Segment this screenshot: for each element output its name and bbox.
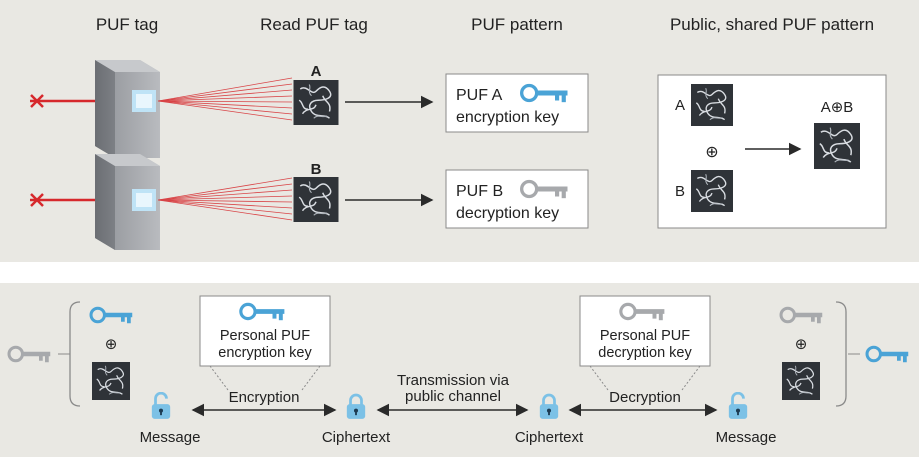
- puf-pattern-icon: [813, 123, 861, 169]
- dec-box-line1: Personal PUF: [600, 328, 690, 344]
- shared-pattern-box: A ⊕ B A⊕B: [657, 74, 887, 229]
- left-bracket: [69, 301, 81, 407]
- puf-pattern-icon: [690, 84, 734, 126]
- x-mark-icon: [30, 193, 44, 207]
- transmission-line1: Transmission via: [397, 372, 510, 389]
- key-b-line1: PUF B: [456, 183, 503, 200]
- key-b-line2: decryption key: [456, 205, 559, 222]
- encryption-label: Encryption: [229, 389, 300, 406]
- left-xor-symbol: ⊕: [105, 336, 118, 353]
- right-xor-symbol: ⊕: [795, 336, 808, 353]
- puf-tag-b: [30, 154, 293, 250]
- header-puf-pattern: PUF pattern: [471, 15, 563, 34]
- shared-a-label: A: [675, 97, 685, 114]
- shared-result-label: A⊕B: [821, 99, 854, 116]
- puf-pattern-icon: [782, 362, 820, 400]
- header-public-shared: Public, shared PUF pattern: [670, 15, 874, 34]
- header-puf-tag: PUF tag: [96, 15, 158, 34]
- header-read-puf-tag: Read PUF tag: [260, 15, 368, 34]
- pattern-b-letter: B: [311, 161, 322, 178]
- personal-decryption-key-box: Personal PUF decryption key: [579, 295, 711, 367]
- puf-pattern-icon: [292, 80, 340, 125]
- scatter-rays-a: [157, 77, 293, 121]
- shared-xor-symbol: ⊕: [705, 144, 718, 161]
- ciphertext-left-label: Ciphertext: [322, 429, 391, 446]
- puf-pattern-icon: [690, 170, 734, 212]
- bottom-panel: [0, 283, 919, 457]
- dec-box-line2: decryption key: [598, 345, 692, 361]
- message-left-label: Message: [140, 429, 201, 446]
- puf-pattern-icon: [92, 362, 130, 400]
- shared-b-label: B: [675, 183, 685, 200]
- key-a-line1: PUF A: [456, 87, 503, 104]
- message-right-label: Message: [716, 429, 777, 446]
- decryption-label: Decryption: [609, 389, 681, 406]
- pattern-a-letter: A: [311, 63, 322, 80]
- transmission-line2: public channel: [405, 388, 501, 405]
- enc-box-line2: encryption key: [218, 345, 312, 361]
- enc-box-line1: Personal PUF: [220, 328, 310, 344]
- personal-encryption-key-box: Personal PUF encryption key: [199, 295, 331, 367]
- key-box-a: PUF A encryption key: [445, 73, 589, 133]
- x-mark-icon: [30, 94, 44, 108]
- key-a-line2: encryption key: [456, 109, 559, 126]
- right-bracket: [835, 301, 847, 407]
- puf-tag-a: [30, 60, 293, 158]
- ciphertext-right-label: Ciphertext: [515, 429, 584, 446]
- key-box-b: PUF B decryption key: [445, 169, 589, 229]
- scatter-rays-b: [157, 177, 293, 221]
- puf-pattern-icon: [292, 177, 340, 222]
